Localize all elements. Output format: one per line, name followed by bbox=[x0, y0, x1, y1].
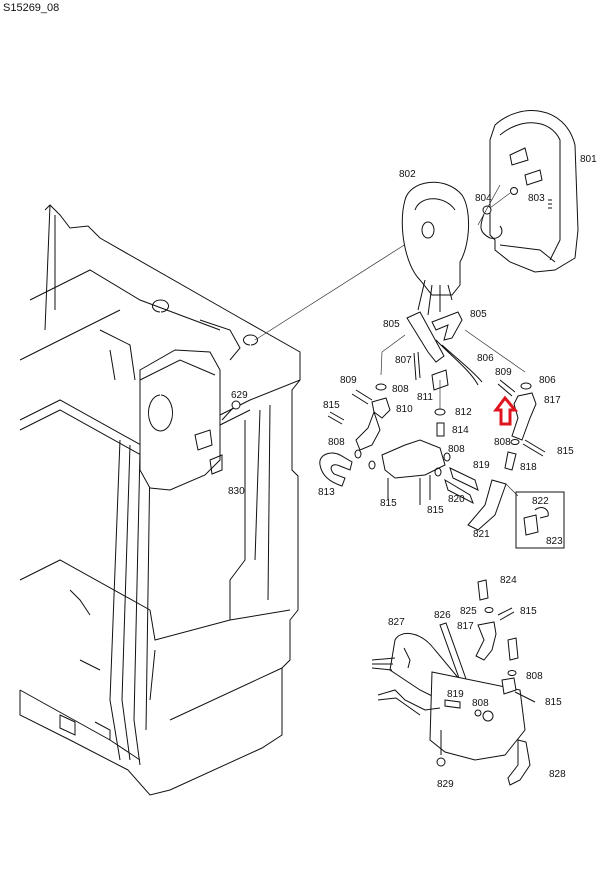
label-815: 815 bbox=[427, 505, 444, 516]
label-820: 820 bbox=[448, 494, 465, 505]
label-806: 806 bbox=[477, 353, 494, 364]
part-801-cover bbox=[489, 110, 579, 273]
label-809: 809 bbox=[495, 367, 512, 378]
label-810: 810 bbox=[396, 404, 413, 415]
part-labels: 801 802 803 804 805 805 806 806 807 808 … bbox=[228, 154, 597, 790]
label-814: 814 bbox=[452, 425, 469, 436]
label-817: 817 bbox=[457, 621, 474, 632]
label-812: 812 bbox=[455, 407, 472, 418]
label-825: 825 bbox=[460, 606, 477, 617]
label-827: 827 bbox=[388, 617, 405, 628]
label-805: 805 bbox=[470, 309, 487, 320]
label-819: 819 bbox=[447, 689, 464, 700]
label-818: 818 bbox=[520, 462, 537, 473]
label-802: 802 bbox=[399, 169, 416, 180]
label-819: 819 bbox=[473, 460, 490, 471]
label-830: 830 bbox=[228, 486, 245, 497]
label-805: 805 bbox=[383, 319, 400, 330]
label-809: 809 bbox=[340, 375, 357, 386]
label-806: 806 bbox=[539, 375, 556, 386]
label-804: 804 bbox=[475, 193, 492, 204]
label-815: 815 bbox=[545, 697, 562, 708]
valve-group-left bbox=[319, 383, 479, 505]
label-815: 815 bbox=[323, 400, 340, 411]
label-817: 817 bbox=[544, 395, 561, 406]
label-629: 629 bbox=[231, 390, 248, 401]
label-829: 829 bbox=[437, 779, 454, 790]
label-824: 824 bbox=[500, 575, 517, 586]
callout-box-822-823 bbox=[515, 491, 565, 549]
label-813: 813 bbox=[318, 487, 335, 498]
label-803: 803 bbox=[528, 193, 545, 204]
label-815: 815 bbox=[380, 498, 397, 509]
label-822: 822 bbox=[532, 496, 549, 507]
tubes-805-806-807 bbox=[380, 311, 526, 410]
label-828: 828 bbox=[549, 769, 566, 780]
part-802-pump bbox=[401, 181, 470, 316]
label-815: 815 bbox=[520, 606, 537, 617]
label-823: 823 bbox=[546, 536, 563, 547]
label-811: 811 bbox=[417, 392, 433, 403]
boiler-assembly bbox=[371, 579, 536, 786]
label-807: 807 bbox=[395, 355, 412, 366]
housing-frame bbox=[19, 204, 421, 796]
label-808: 808 bbox=[526, 671, 543, 682]
label-808: 808 bbox=[328, 437, 345, 448]
label-815: 815 bbox=[557, 446, 574, 457]
highlight-arrow-icon bbox=[493, 395, 519, 426]
fitting-817-group bbox=[467, 379, 546, 531]
label-808: 808 bbox=[472, 698, 489, 709]
part-804-803 bbox=[477, 184, 518, 239]
label-821: 821 bbox=[473, 529, 490, 540]
label-826: 826 bbox=[434, 610, 451, 621]
label-808: 808 bbox=[448, 444, 465, 455]
label-801: 801 bbox=[580, 154, 597, 165]
label-808: 808 bbox=[494, 437, 511, 448]
label-808: 808 bbox=[392, 384, 409, 395]
diagram-id: S15269_08 bbox=[3, 2, 60, 14]
